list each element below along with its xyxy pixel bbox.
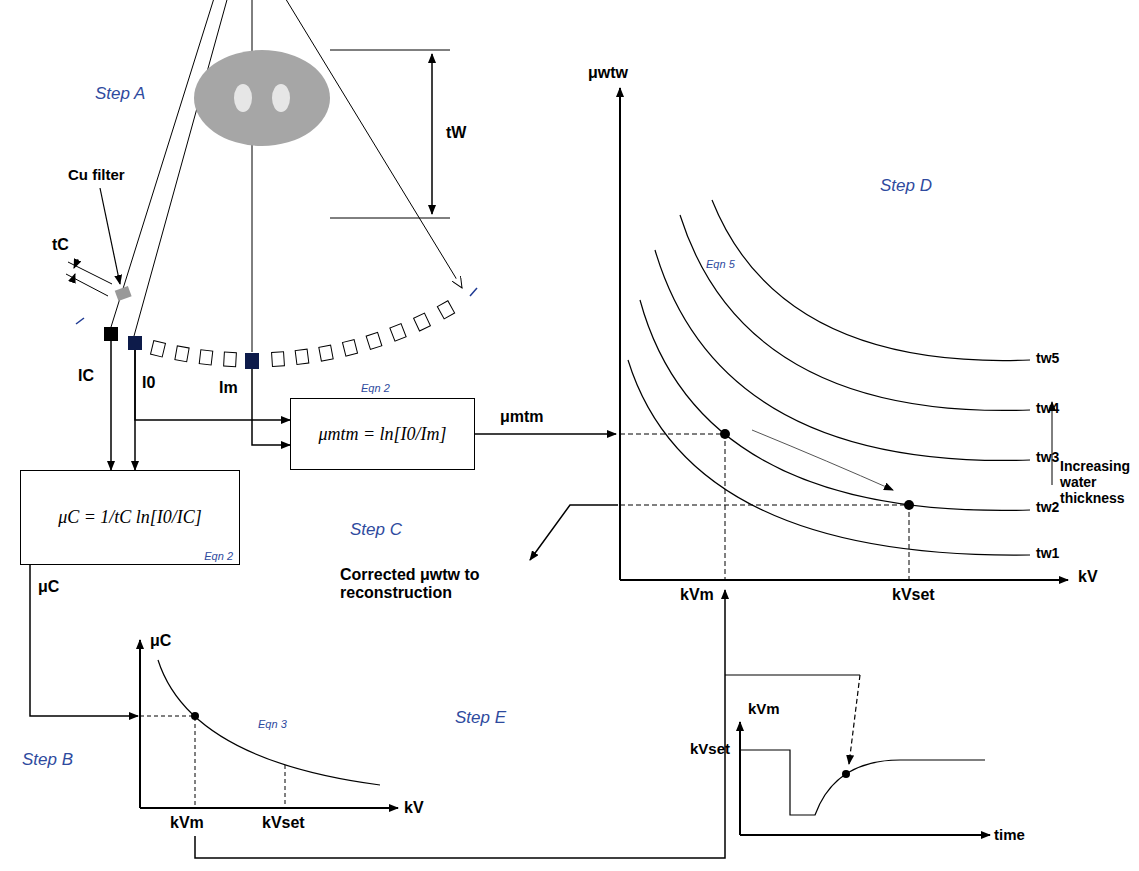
axis-label: kV — [1078, 568, 1098, 586]
detector-cell — [366, 332, 382, 349]
axis-label: time — [994, 826, 1025, 843]
signal-label: μC — [38, 578, 59, 596]
equation-text: μC = 1/tC ln[I0/IC] — [58, 507, 202, 528]
axis-label: kVset — [262, 814, 305, 832]
axis-label: kVm — [748, 700, 780, 717]
signal-connector — [252, 369, 290, 445]
curve-label: tw3 — [1036, 449, 1059, 465]
equation-number: Eqn 3 — [258, 718, 287, 731]
part-label: Cu filter — [68, 166, 125, 183]
equation-number: Eqn 2 — [361, 382, 390, 394]
axis-label: kVm — [170, 814, 204, 832]
signal-label: IC — [78, 367, 94, 385]
step-label: Step A — [95, 84, 145, 104]
axis-label: kVm — [680, 586, 714, 604]
signal-label: μmtm — [500, 408, 544, 426]
curve-label: tw4 — [1036, 400, 1059, 416]
step-label: Step C — [350, 520, 402, 540]
detector-cell — [295, 349, 309, 364]
signal-label: I0 — [142, 374, 155, 392]
detector-cell — [390, 324, 406, 341]
signal-connector — [135, 350, 290, 420]
step-label: Step B — [22, 750, 73, 770]
equation-box: μC = 1/tC ln[I0/IC] Eqn 2 — [20, 470, 240, 565]
axis-label: kVset — [690, 740, 730, 757]
equation-number: Eqn 5 — [706, 258, 735, 271]
detector-element: IC — [104, 327, 118, 341]
detector-cell — [437, 301, 454, 319]
detector-cell — [342, 340, 357, 357]
detector-cell — [414, 313, 431, 331]
axis-label: μC — [150, 632, 171, 650]
curve-label: tw5 — [1036, 350, 1059, 366]
note: Corrected μwtw to reconstruction — [340, 566, 515, 603]
detector-cell — [319, 345, 333, 361]
equation-number: Eqn 2 — [204, 550, 233, 562]
curve-label: tw1 — [1036, 545, 1059, 561]
curve-label: tw2 — [1036, 499, 1059, 515]
axis-label: kVset — [892, 586, 935, 604]
dimension-label: tW — [446, 124, 466, 142]
axis-label: μwtw — [588, 64, 628, 82]
note: Increasing water thickness — [1060, 458, 1138, 506]
detector-element: I0 — [128, 336, 142, 350]
equation-box: μmtm = ln[I0/Im]Eqn 2 — [290, 398, 475, 470]
detector-cell — [151, 341, 166, 357]
step-label: Step D — [880, 176, 932, 196]
detector-cell — [224, 352, 237, 367]
detector-cell — [272, 352, 285, 367]
signal-label: Im — [219, 379, 238, 397]
detector-element: Im — [245, 353, 259, 369]
signal-connector — [110, 341, 112, 470]
dimension-label: tC — [52, 236, 69, 254]
step-label: Step E — [455, 708, 506, 728]
detector-cell — [199, 350, 213, 365]
detector-cell — [175, 346, 189, 362]
axis-label: kV — [404, 799, 424, 817]
equation-text: μmtm = ln[I0/Im] — [318, 424, 446, 445]
